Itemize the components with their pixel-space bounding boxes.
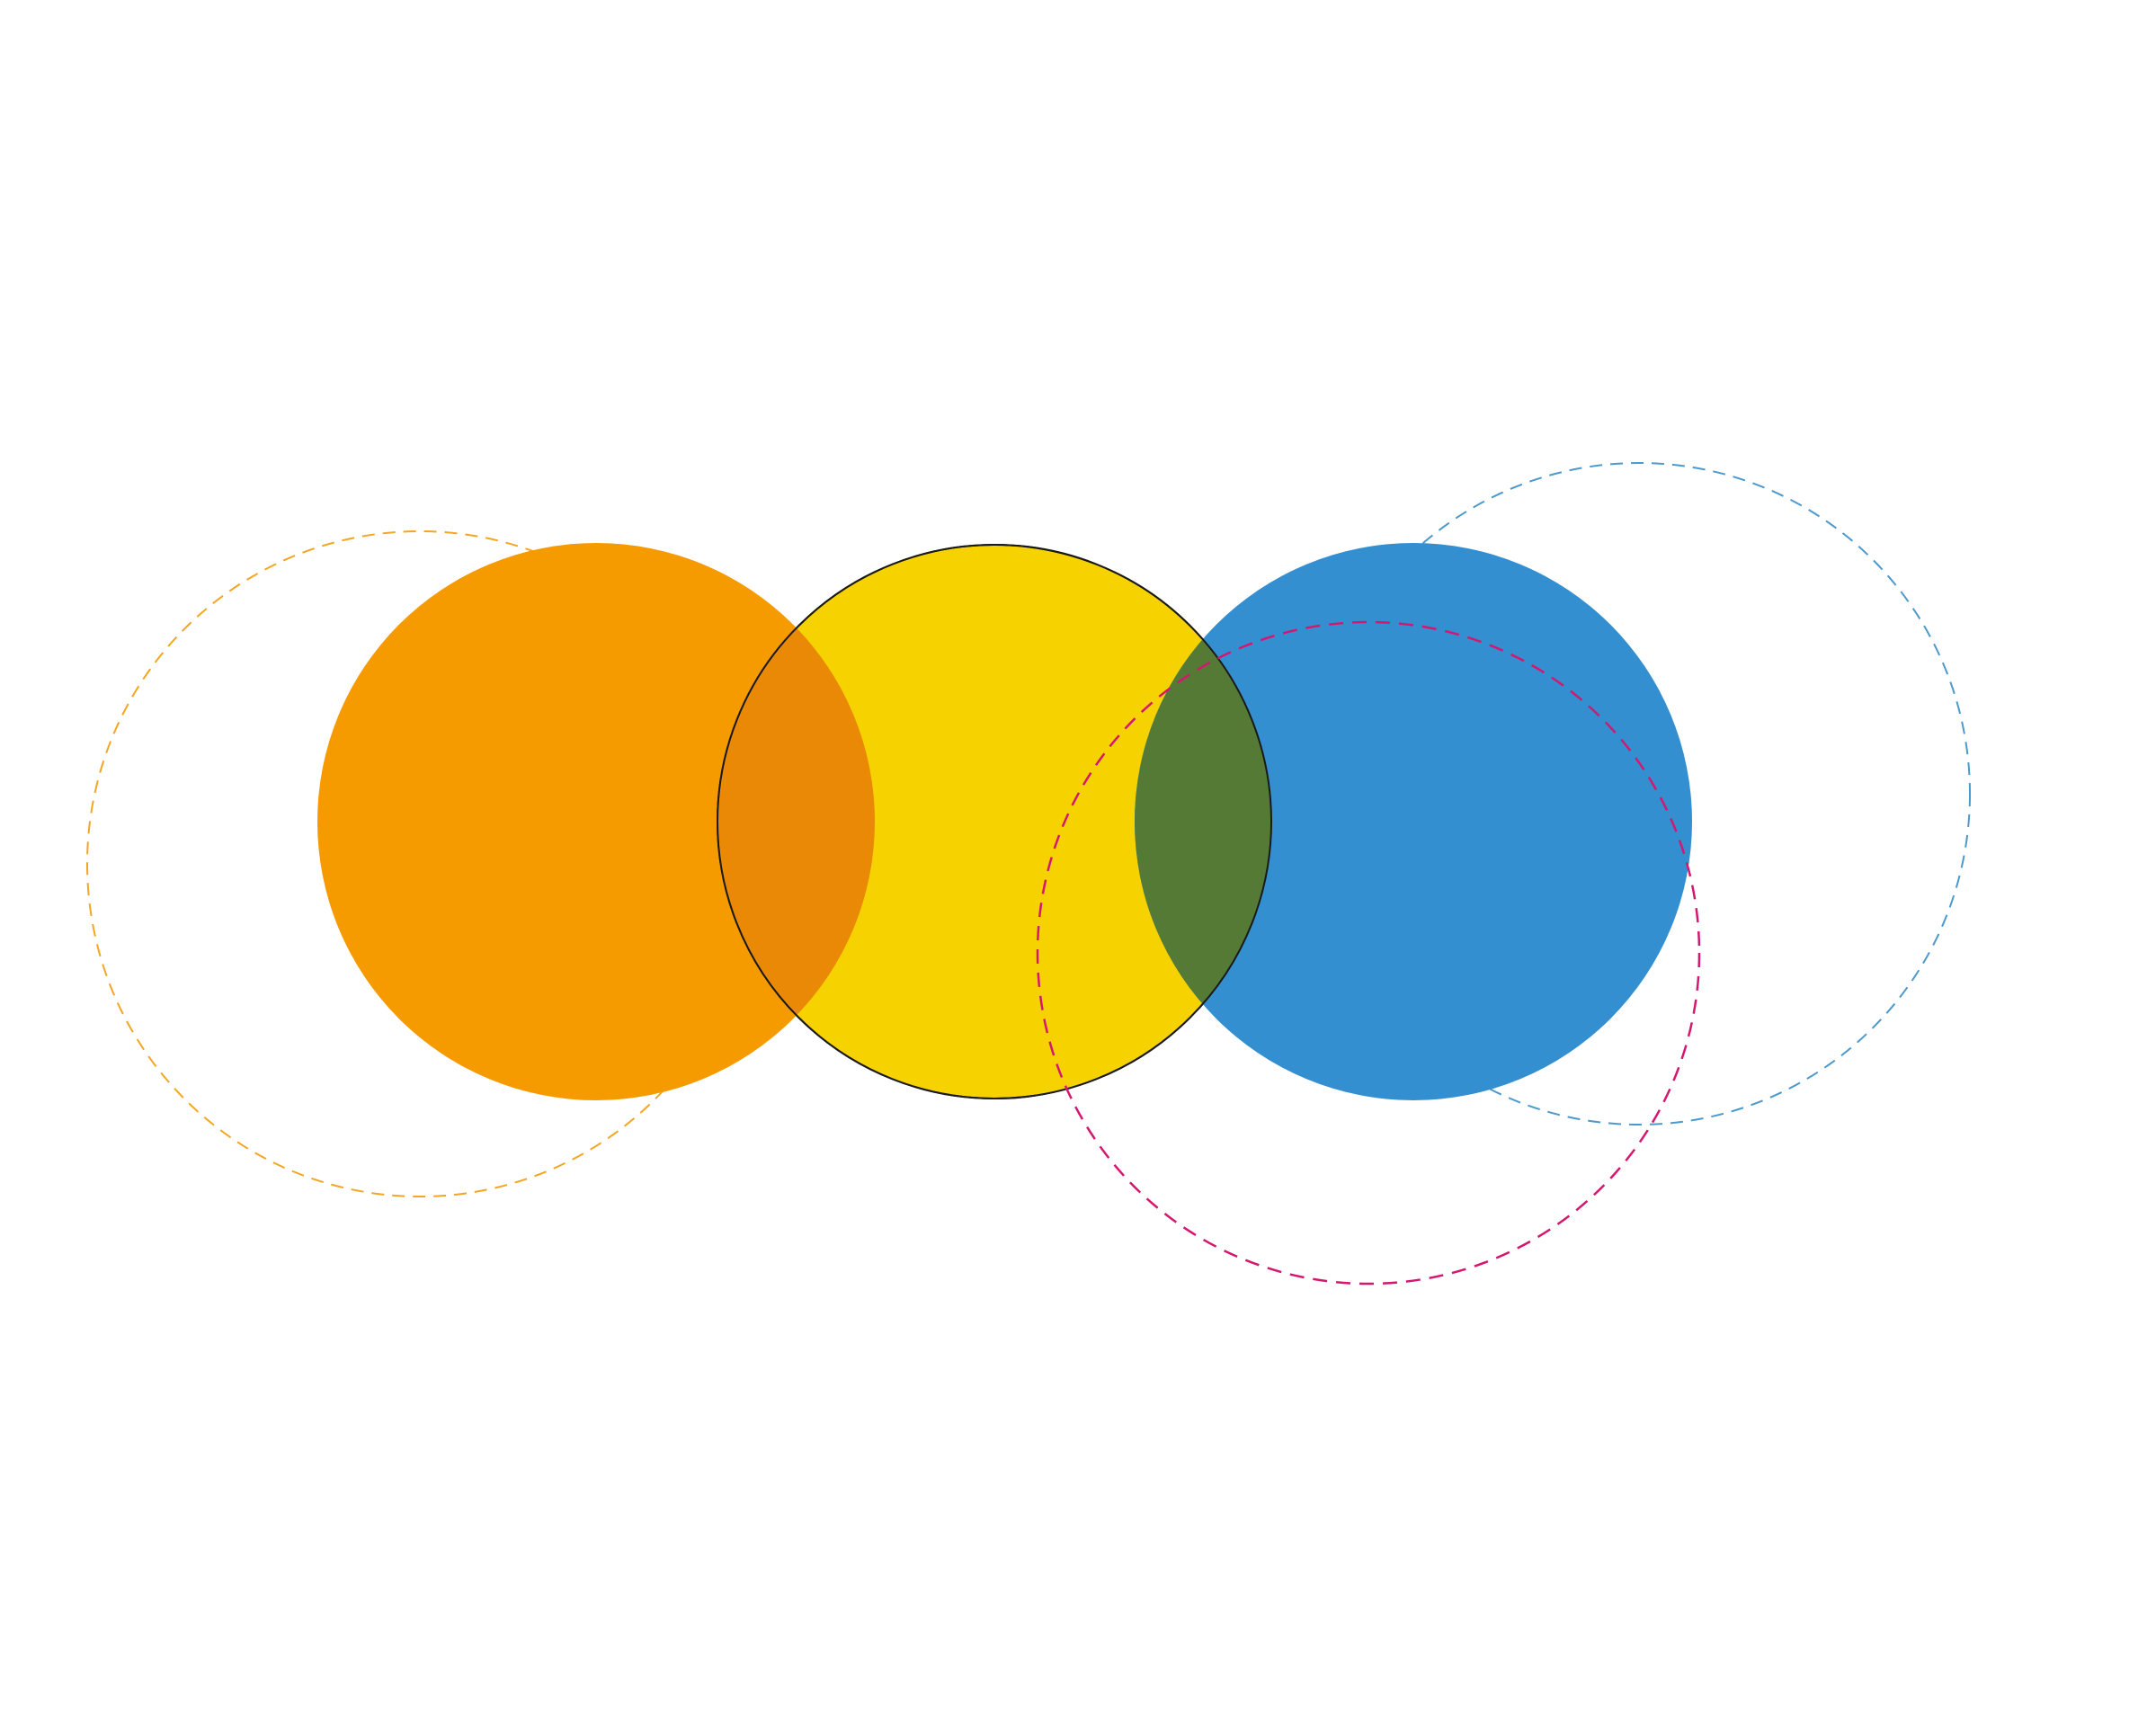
orange-circle — [317, 543, 875, 1100]
yellow-circle-outline — [717, 544, 1272, 1099]
blue-circle — [1135, 543, 1692, 1100]
magenta-dashed-outline — [1036, 620, 1701, 1286]
